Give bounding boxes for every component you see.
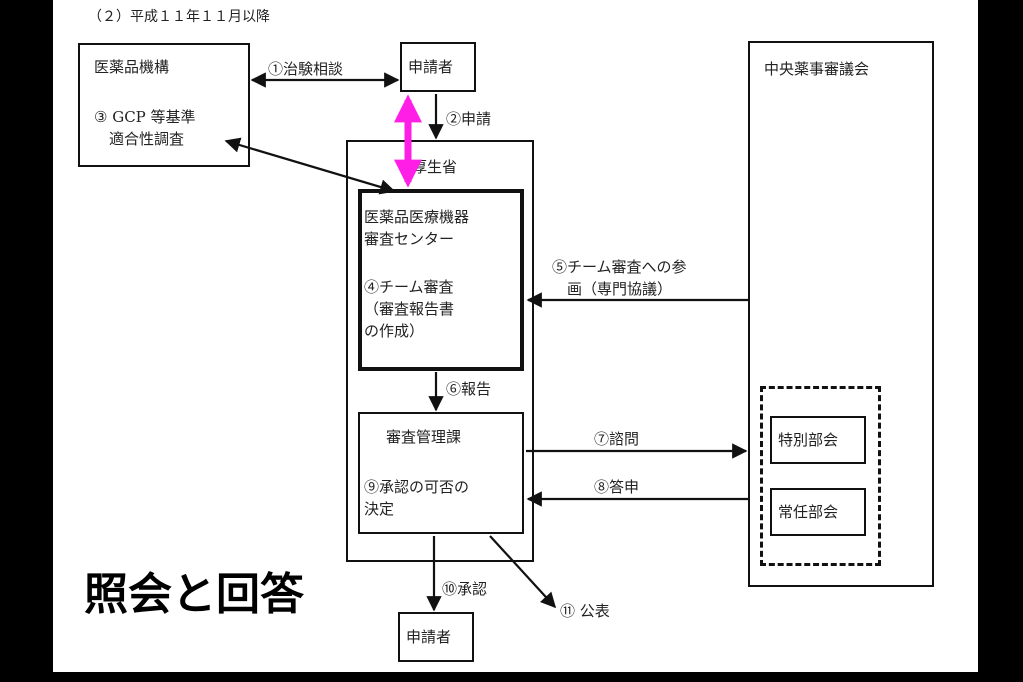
kanri-box (358, 412, 524, 534)
kikou-title: 医薬品機構 (94, 58, 170, 76)
label-kohyo: ⑪ 公表 (560, 602, 610, 620)
label-toshin: ⑧答申 (594, 478, 640, 496)
kanri-decision: ⑨承認の可否の 決定 (364, 478, 470, 518)
applicant-top-box (400, 42, 476, 92)
kanri-title: 審査管理課 (386, 428, 462, 446)
label-shinsei: ②申請 (446, 110, 492, 128)
applicant-bottom-box (398, 612, 474, 662)
center-label: 医薬品医療機器 審査センター (364, 208, 470, 248)
arrow-gcp (224, 137, 396, 195)
overlay-caption: 照会と回答 (84, 569, 304, 620)
tokubetsu-label: 特別部会 (778, 431, 839, 449)
label-shimon: ⑦諮問 (594, 430, 640, 448)
kikou-box (78, 43, 250, 167)
center-box (358, 189, 524, 371)
kosei-label: 厚生省 (412, 158, 458, 176)
applicant-bottom-label: 申請者 (406, 628, 452, 646)
chuo-label: 中央薬事審議会 (764, 60, 870, 78)
team-review-label: ④チーム審査 （審査報告書 の作成） (364, 278, 455, 340)
jonin-box (770, 488, 866, 536)
label-chiken: ①治験相談 (268, 60, 344, 78)
applicant-top-label: 申請者 (408, 58, 454, 76)
subcommittee-group (760, 386, 881, 566)
kikou-gcp: ③ GCP 等基準 適合性調査 (94, 108, 196, 148)
arrow-kohyo (489, 535, 557, 609)
label-hokoku: ⑥報告 (446, 380, 492, 398)
jonin-label: 常任部会 (778, 503, 839, 521)
tokubetsu-box (770, 416, 866, 464)
label-shonin: ⑩承認 (442, 580, 488, 598)
label-sankaku: ⑤チーム審査への参 画（専門協議） (552, 258, 687, 298)
diagram-header: （２）平成１１年１１月以降 (88, 9, 270, 25)
